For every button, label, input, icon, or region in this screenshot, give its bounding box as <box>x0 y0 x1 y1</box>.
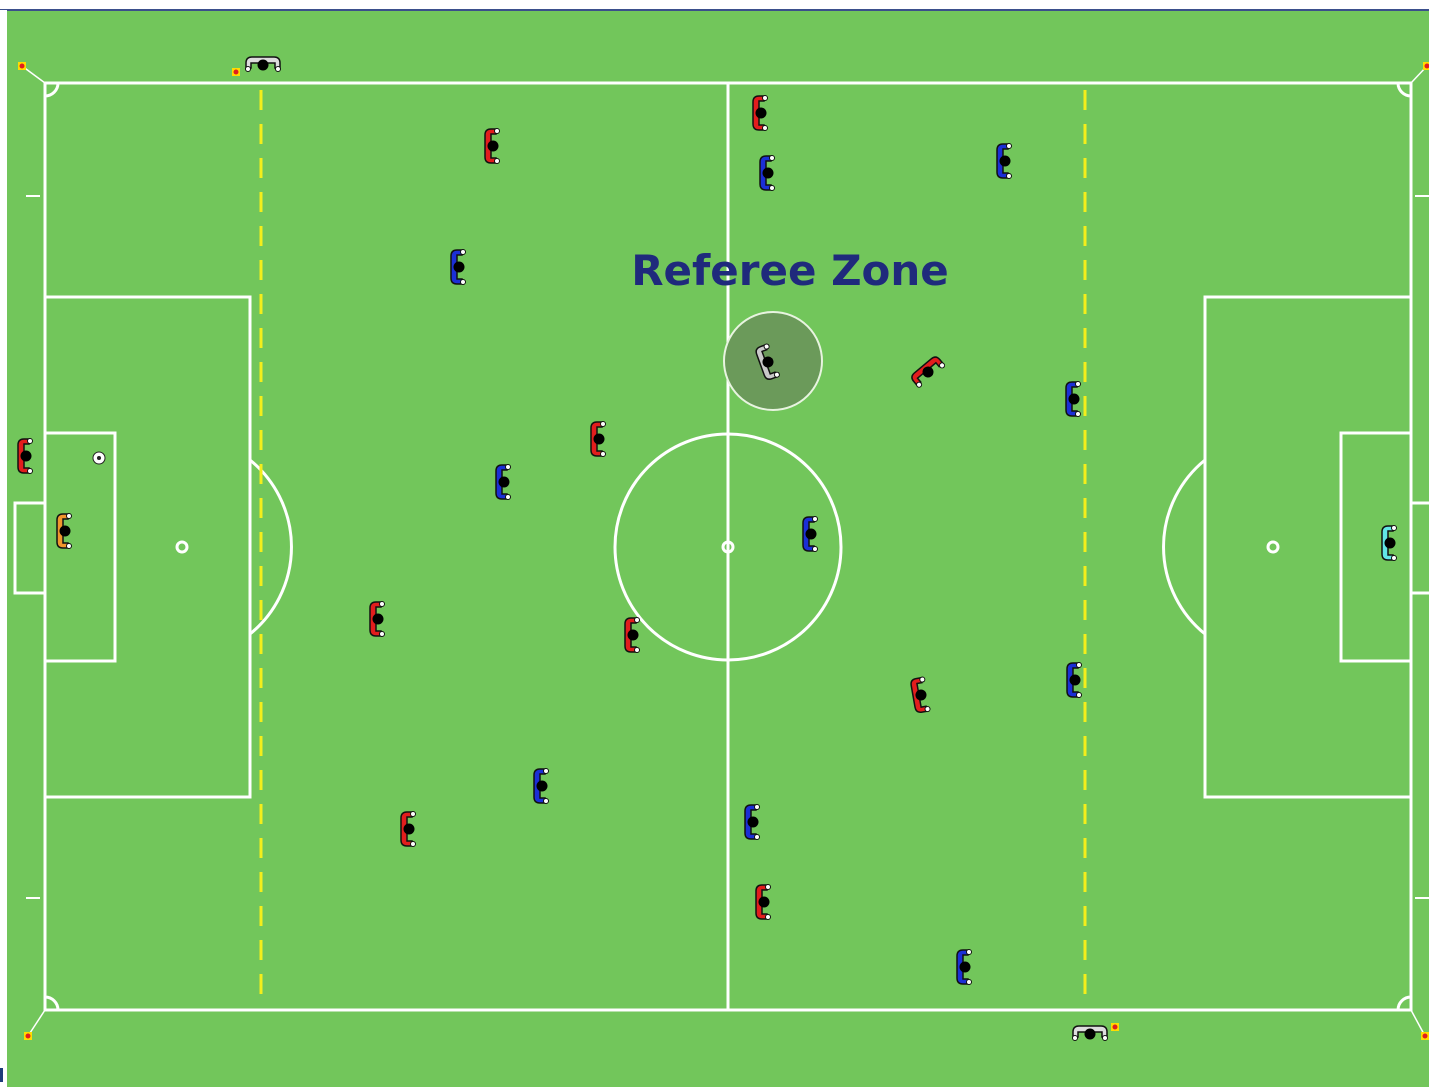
assistant-flag-icon <box>232 68 240 76</box>
player-icon <box>1066 382 1081 417</box>
player-icon <box>957 950 972 985</box>
corner-flag-icon <box>1423 62 1429 70</box>
player-icon <box>534 769 549 804</box>
player-icon <box>753 96 768 131</box>
player-icon <box>496 465 511 500</box>
assistant-referee-icon <box>246 57 281 72</box>
goalkeeper-icon <box>1382 526 1397 561</box>
player-icon <box>760 156 775 191</box>
player-icon <box>485 129 500 164</box>
player-icon <box>625 618 640 653</box>
player-icon <box>370 602 385 637</box>
corner-flag-icon <box>18 62 26 70</box>
player-icon <box>997 144 1012 179</box>
player-icon <box>591 422 606 457</box>
player-icon <box>18 439 33 474</box>
player-icon <box>745 805 760 840</box>
pitch-grass <box>7 11 1429 1087</box>
player-icon <box>401 812 416 847</box>
goalkeeper-icon <box>57 514 72 549</box>
player-icon <box>756 885 771 920</box>
assistant-referee-icon <box>1073 1026 1108 1041</box>
referee-zone-label: Referee Zone <box>600 246 980 295</box>
player-icon <box>803 517 818 552</box>
corner-flag-icon <box>1421 1032 1429 1040</box>
ball-icon <box>93 452 105 464</box>
player-icon <box>451 250 466 285</box>
corner-flag-icon <box>24 1032 32 1040</box>
player-icon <box>1067 663 1082 698</box>
assistant-flag-icon <box>1111 1023 1119 1031</box>
